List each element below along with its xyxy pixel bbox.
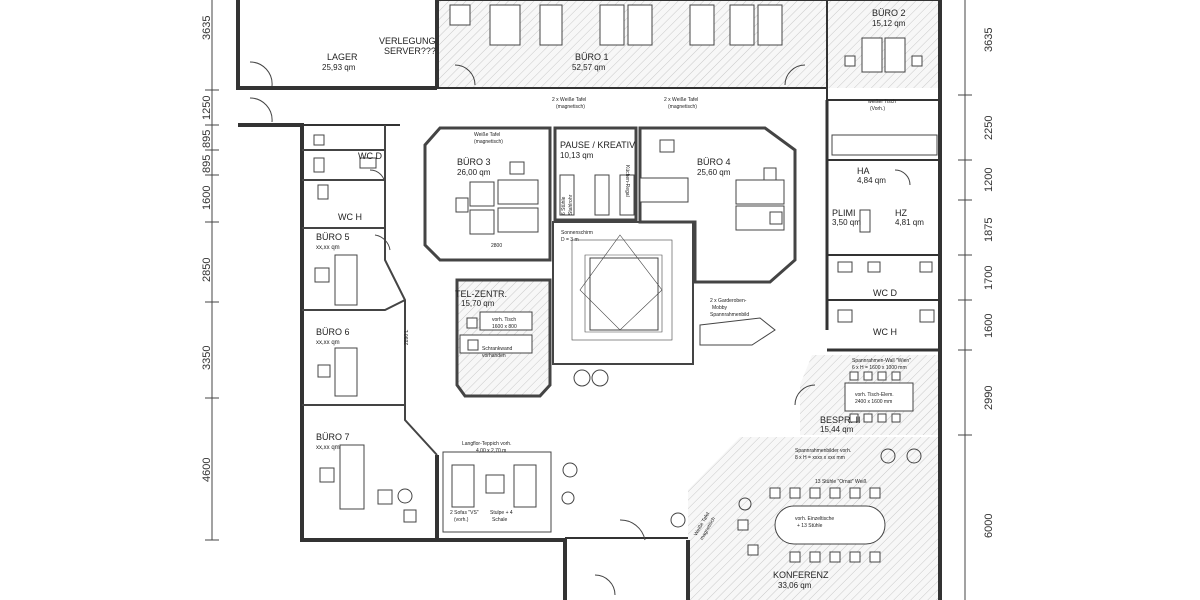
dim-right-4: 1875 xyxy=(983,218,995,242)
note-sonnenschirm-2: D = 3 m xyxy=(561,237,579,243)
note-tafel-b3-1: Weiße Tafel xyxy=(474,132,500,138)
label-hz: HZ xyxy=(895,208,907,218)
note-tisch-konf-1: vorh. Einzeltische xyxy=(795,516,834,522)
dim-left-4: 895 xyxy=(201,155,213,173)
label-lager: LAGER xyxy=(327,52,358,62)
note-garderobe-2: Mobby xyxy=(712,305,728,311)
label-buero6: BÜRO 6 xyxy=(316,327,350,337)
dimension-chain-right: 3635 2250 1200 1875 1700 1600 2990 6000 xyxy=(958,0,995,600)
dim-right-5: 1700 xyxy=(983,266,995,290)
note-kuche: Küchen-Regal xyxy=(624,165,630,197)
note-sonnenschirm-1: Sonnenschirm xyxy=(561,230,593,236)
room-labels: LAGER 25,93 qm VERLEGUNG SERVER??? BÜRO … xyxy=(316,8,924,590)
label-buero3: BÜRO 3 xyxy=(457,157,491,167)
note-sofas-2: (vorh.) xyxy=(454,517,469,523)
area-buero4: 25,60 qm xyxy=(697,168,731,177)
note-tafel-left-1: 2 x Weiße Tafel xyxy=(552,97,586,103)
label-telzentr: TEL-ZENTR. xyxy=(455,289,507,299)
note-spann-konf-2: 8 x H = xxxx x xxx mm xyxy=(795,455,845,461)
label-server: SERVER??? xyxy=(384,46,436,56)
dim-right-8: 6000 xyxy=(983,514,995,538)
label-buero7: BÜRO 7 xyxy=(316,432,350,442)
area-besprii: 15,44 qm xyxy=(820,425,854,434)
label-verlegung: VERLEGUNG xyxy=(379,36,436,46)
label-wcd-left: WC D xyxy=(358,151,382,161)
area-buero2: 15,12 qm xyxy=(872,19,906,28)
note-tafel-left-2: (magnetisch) xyxy=(556,104,585,110)
note-stulpe-2: Schale xyxy=(492,517,508,523)
note-tafel-right-1: 2 x Weiße Tafel xyxy=(664,97,698,103)
dim-left-2: 1250 xyxy=(201,96,213,120)
note-schrank-tel-2: vorhanden xyxy=(482,353,506,359)
area-plimi: 3,50 qm xyxy=(832,218,861,227)
note-spann-b2-1: Spannrahmen-Wall "Wien" xyxy=(852,358,911,364)
note-tisch-2: (Vorh.) xyxy=(870,106,885,112)
note-langflor-1: Langflor-Teppich vorh. xyxy=(462,441,511,447)
note-tisch-1: weißer Tisch xyxy=(868,99,896,105)
dim-right-6: 1600 xyxy=(983,314,995,338)
note-dim-2890: 2890 L xyxy=(404,329,410,345)
dim-left-7: 3350 xyxy=(201,346,213,370)
area-lager: 25,93 qm xyxy=(322,63,356,72)
central-rooms xyxy=(423,126,797,398)
note-dim-2800: 2800 xyxy=(491,243,502,249)
area-hz: 4,81 qm xyxy=(895,218,924,227)
note-sofas-1: 2 Sofas "VS" xyxy=(450,510,479,516)
dimension-chain-left: 3635 1250 895 895 1600 2850 3350 4600 xyxy=(201,0,219,541)
dim-left-3: 895 xyxy=(201,130,213,148)
note-langflor-2: 4,00 x 2,70 m xyxy=(476,448,506,454)
label-besprii: BESPR. II xyxy=(820,415,861,425)
label-plimi: PLIMI xyxy=(832,208,856,218)
note-schrank-tel-1: Schrankwand xyxy=(482,346,513,352)
label-wcd-right: WC D xyxy=(873,288,897,298)
note-spann-b2-2: 6 x H = 1600 x 1000 mm xyxy=(852,365,907,371)
area-buero6: xx,xx qm xyxy=(316,340,340,346)
note-tafel-right-2: (magnetisch) xyxy=(668,104,697,110)
area-buero5: xx,xx qm xyxy=(316,245,340,251)
label-buero5: BÜRO 5 xyxy=(316,232,350,242)
note-garderobe-3: Spannrahmenbild xyxy=(710,312,749,318)
dim-left-5: 1600 xyxy=(201,186,213,210)
note-garderobe-1: 2 x Garderoben- xyxy=(710,298,747,304)
note-tisch-tel-1: vorh. Tisch xyxy=(492,317,516,323)
area-buero3: 26,00 qm xyxy=(457,168,491,177)
label-pause: PAUSE / KREATIV xyxy=(560,140,635,150)
note-tisch-tel-2: 1600 x 800 xyxy=(492,324,517,330)
note-tafel-b3-2: (magnetisch) xyxy=(474,139,503,145)
dim-left-6: 2850 xyxy=(201,258,213,282)
area-konferenz: 33,06 qm xyxy=(778,581,812,590)
note-vorh-tisch-2: 2400 x 1600 mm xyxy=(855,399,892,405)
label-konferenz: KONFERENZ xyxy=(773,570,829,580)
label-buero2: BÜRO 2 xyxy=(872,8,906,18)
buero2-hatch xyxy=(828,0,940,88)
area-buero1: 52,57 qm xyxy=(572,63,606,72)
area-ha: 4,84 qm xyxy=(857,176,886,185)
area-telzentr: 15,70 qm xyxy=(461,299,495,308)
label-wch-right: WC H xyxy=(873,327,897,337)
note-spann-konf-1: Spannrahmenbilder vorh. xyxy=(795,448,851,454)
note-stuehle-pause-1: 6 Stühle xyxy=(561,196,567,215)
label-ha: HA xyxy=(857,166,870,176)
area-buero7: xx,xx qm xyxy=(316,445,340,451)
walls xyxy=(236,0,942,600)
label-wch-left: WC H xyxy=(338,212,362,222)
dim-right-2: 2250 xyxy=(983,116,995,140)
note-stuehle: 13 Stühle "Ornat" Weiß xyxy=(815,479,867,485)
dim-right-1: 3635 xyxy=(983,28,995,52)
furniture xyxy=(249,4,938,596)
dim-left-1: 3635 xyxy=(201,16,213,40)
note-stuehle-pause-2: Stahlrohr xyxy=(568,194,574,215)
note-vorh-tisch-1: vorh. Tisch-Elem. xyxy=(855,392,894,398)
dim-right-7: 2990 xyxy=(983,386,995,410)
note-stulpe-1: Stulpe + 4 xyxy=(490,510,513,516)
label-buero4: BÜRO 4 xyxy=(697,157,731,167)
dim-left-8: 4600 xyxy=(201,458,213,482)
note-tisch-konf-2: + 13 Stühle xyxy=(797,523,823,529)
label-buero1: BÜRO 1 xyxy=(575,52,609,62)
area-pause: 10,13 qm xyxy=(560,151,594,160)
dim-right-3: 1200 xyxy=(983,168,995,192)
